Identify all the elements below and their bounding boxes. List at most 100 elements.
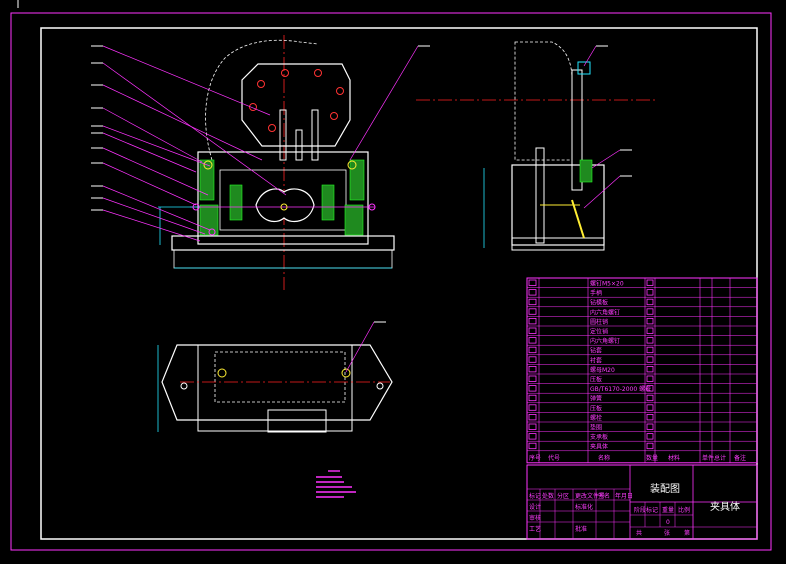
tb-label-weight: 重量 bbox=[662, 506, 674, 514]
parts-row-name-16: 支承板 bbox=[590, 433, 608, 441]
parts-row-marker-16 bbox=[528, 433, 537, 440]
parts-header-col3: 名称 bbox=[598, 454, 610, 462]
parts-row-name-13: 压板 bbox=[590, 404, 602, 412]
parts-row-name-17: 夹具体 bbox=[590, 443, 608, 451]
parts-qty-marker-1 bbox=[646, 289, 654, 296]
parts-row-marker-7 bbox=[528, 346, 537, 354]
front-view bbox=[91, 35, 430, 290]
side-leader-2 bbox=[591, 149, 621, 169]
leader-1 bbox=[102, 45, 271, 116]
parts-row-name-0: 螺钉M5×20 bbox=[590, 280, 624, 288]
parts-qty-marker-17 bbox=[646, 442, 654, 450]
parts-row-marker-15 bbox=[528, 423, 537, 430]
parts-qty-marker-2 bbox=[646, 298, 654, 306]
leader-2 bbox=[102, 62, 287, 196]
top-hole-right bbox=[341, 368, 351, 378]
post-mid bbox=[295, 129, 303, 161]
parts-qty-marker-12 bbox=[646, 394, 654, 402]
bolt-left bbox=[192, 203, 200, 211]
parts-row-name-11: GB/T6170-2000 螺母 bbox=[590, 385, 651, 393]
outer-sheet-border bbox=[10, 12, 772, 551]
side-post bbox=[535, 147, 545, 244]
parts-qty-marker-10 bbox=[646, 375, 654, 382]
tb-label-sheet-no: 第 bbox=[684, 529, 690, 537]
tb-label-stage: 阶段标记 bbox=[634, 506, 658, 514]
parts-row-name-8: 衬套 bbox=[590, 356, 602, 364]
parts-qty-marker-6 bbox=[646, 337, 654, 344]
side-lever bbox=[571, 199, 585, 239]
nut-center bbox=[280, 203, 288, 211]
tb-label-craft: 工艺 bbox=[529, 525, 541, 533]
top-lower-slot bbox=[267, 409, 327, 433]
leader-lines-front bbox=[102, 45, 419, 242]
side-body bbox=[511, 164, 605, 246]
leader-12 bbox=[349, 45, 419, 161]
base-plate bbox=[171, 235, 395, 251]
tb-label-sheet: 张 bbox=[664, 529, 670, 537]
parts-row-marker-2 bbox=[528, 298, 537, 306]
leader-3 bbox=[102, 84, 263, 161]
parts-row-name-15: 垫圈 bbox=[590, 424, 602, 432]
parts-row-marker-3 bbox=[528, 308, 537, 315]
hole-1 bbox=[281, 69, 289, 77]
tb-label-sign: 签名 bbox=[598, 492, 610, 500]
parts-row-marker-13 bbox=[528, 404, 537, 411]
parts-row-name-9: 螺母M20 bbox=[590, 366, 615, 374]
tb-label-approve: 批准 bbox=[575, 525, 587, 533]
leader-5 bbox=[102, 125, 211, 167]
parts-row-marker-9 bbox=[528, 365, 537, 373]
parts-row-marker-17 bbox=[528, 442, 537, 450]
parts-header-col4: 数量 bbox=[646, 454, 658, 462]
parts-row-marker-0 bbox=[528, 279, 537, 286]
parts-row-marker-1 bbox=[528, 289, 537, 296]
assembly-title: 装配图 bbox=[650, 482, 680, 495]
top-view bbox=[157, 321, 393, 433]
top-hole-left bbox=[217, 368, 227, 378]
side-column bbox=[571, 69, 583, 191]
leader-7 bbox=[102, 147, 209, 196]
parts-list-table: 螺钉M5×20手柄钻模板内六角螺钉圆柱销定位销内六角螺钉钻套衬套螺母M20压板G… bbox=[526, 277, 758, 464]
top-outline bbox=[161, 344, 393, 421]
side-base bbox=[511, 237, 605, 251]
hatch-center-left bbox=[229, 184, 243, 221]
hatch-center-right bbox=[321, 184, 335, 221]
parts-row-marker-10 bbox=[528, 375, 537, 382]
parts-header-col6: 单件 bbox=[702, 454, 714, 462]
tb-label-count: 处数 bbox=[542, 492, 554, 500]
parts-qty-marker-15 bbox=[646, 423, 654, 430]
parts-qty-marker-3 bbox=[646, 308, 654, 315]
hole-7 bbox=[268, 124, 276, 132]
tb-label-scale: 比例 bbox=[678, 506, 690, 514]
parts-qty-marker-11 bbox=[646, 385, 654, 392]
parts-header-col5: 材料 bbox=[668, 454, 680, 462]
leader-ticks-side bbox=[596, 45, 632, 177]
tb-label-standard: 标准化 bbox=[575, 503, 593, 511]
post-left bbox=[279, 109, 287, 161]
leader-lines-side bbox=[583, 45, 621, 209]
fixture-body-inner bbox=[219, 169, 347, 231]
parts-row-marker-14 bbox=[528, 413, 537, 421]
leader-9 bbox=[102, 185, 211, 231]
tb-label-review: 审核 bbox=[529, 514, 541, 522]
side-phantom-outline bbox=[514, 41, 573, 161]
tb-label-zone: 分区 bbox=[557, 492, 569, 500]
side-leader-1 bbox=[583, 45, 597, 67]
parts-row-name-1: 手柄 bbox=[590, 289, 602, 297]
hole-4 bbox=[336, 87, 344, 95]
top-drill-plate-outline bbox=[214, 351, 346, 403]
bolt-right bbox=[368, 203, 376, 211]
post-right bbox=[311, 109, 319, 161]
nut-left bbox=[203, 160, 213, 170]
nut-right bbox=[347, 160, 357, 170]
hatch-right-upper bbox=[349, 159, 365, 201]
parts-row-marker-8 bbox=[528, 356, 537, 363]
parts-qty-marker-14 bbox=[646, 413, 654, 421]
hatch-left-upper bbox=[199, 159, 215, 201]
parts-row-name-4: 圆柱销 bbox=[590, 318, 608, 326]
parts-row-marker-12 bbox=[528, 394, 537, 402]
parts-header-col7: 总计 bbox=[714, 454, 726, 462]
parts-header-col1: 序号 bbox=[529, 454, 541, 462]
hatch-right-lower bbox=[344, 204, 364, 236]
tb-label-date: 年月日 bbox=[615, 492, 633, 500]
